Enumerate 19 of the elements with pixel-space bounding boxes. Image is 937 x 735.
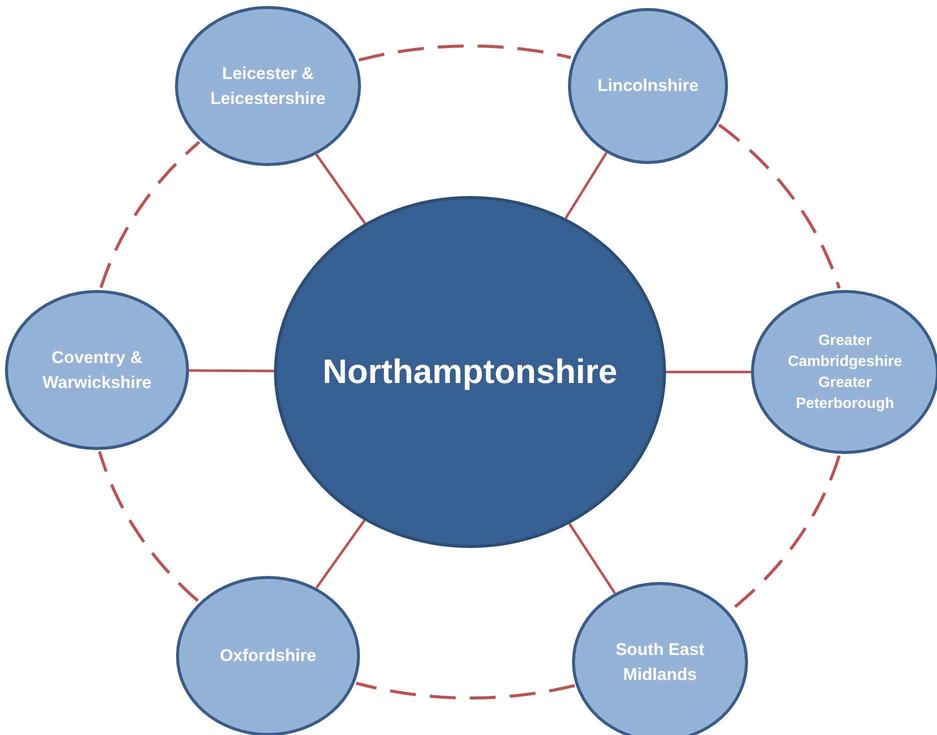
- connector-line: [564, 152, 608, 220]
- region-label: Lincolnshire: [597, 75, 699, 98]
- connector-line: [568, 523, 616, 594]
- connector-line: [666, 370, 751, 374]
- hub-label: Northamptonshire: [322, 352, 618, 392]
- dashed-connector: [98, 451, 199, 602]
- dashed-connector: [718, 124, 841, 289]
- region-label: South East Midlands: [614, 638, 706, 686]
- connector-line: [189, 369, 274, 372]
- region-label: Greater Cambridgeshire: [786, 331, 904, 372]
- region-label: Greater Peterborough: [794, 373, 896, 414]
- connector-line: [315, 154, 366, 224]
- connector-line: [315, 520, 366, 589]
- region-label: Leicester & Leicestershire: [209, 62, 327, 110]
- dashed-connector: [100, 140, 200, 288]
- dashed-connector: [356, 682, 576, 700]
- dashed-connector: [358, 44, 571, 62]
- region-label: Coventry & Warwickshire: [42, 346, 152, 394]
- region-label: Oxfordshire: [220, 645, 316, 668]
